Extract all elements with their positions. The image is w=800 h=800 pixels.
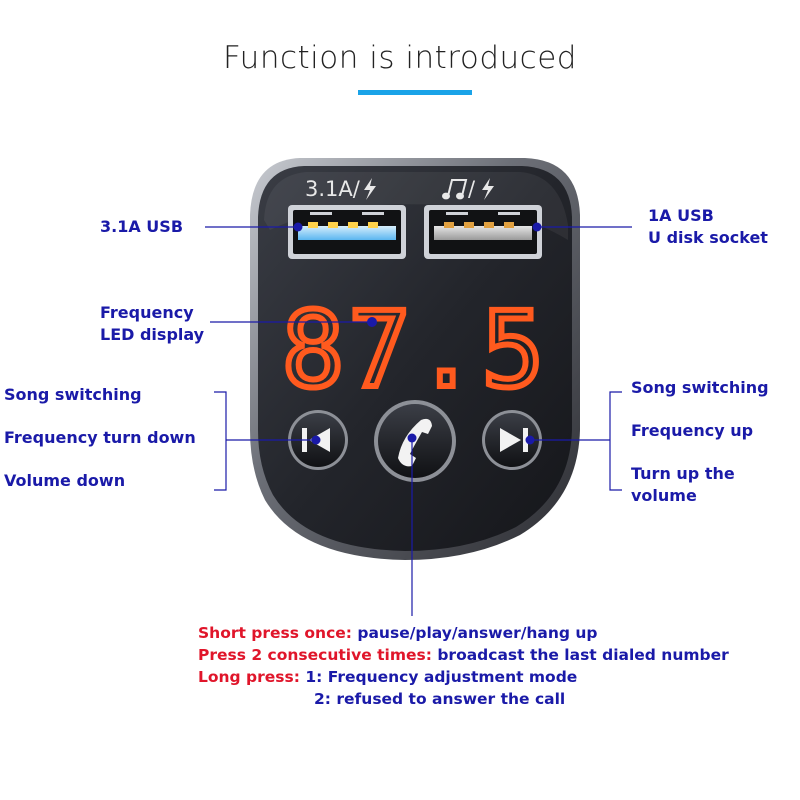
label-right-song-switching: Song switching <box>631 378 769 397</box>
label-volume-up: Turn up the volume <box>631 463 735 507</box>
usb-port-right <box>424 205 542 259</box>
long-press-text-2: 2: refused to answer the call <box>314 690 566 708</box>
label-volume-up-line1: Turn up the <box>631 464 735 483</box>
label-frequency-up: Frequency up <box>631 421 754 440</box>
label-left-song-switching: Song switching <box>4 385 142 404</box>
label-usb-right-line2: U disk socket <box>648 228 768 247</box>
title-underline <box>358 90 472 95</box>
phone-icon <box>398 418 432 467</box>
instruction-double-press: Press 2 consecutive times: broadcast the… <box>198 644 729 666</box>
music-note-icon <box>442 179 468 200</box>
label-usb-right-line1: 1A USB <box>648 206 714 225</box>
next-track-button <box>482 410 542 470</box>
bolt-icon <box>482 178 494 200</box>
instruction-short-press: Short press once: pause/play/answer/hang… <box>198 622 729 644</box>
phone-button-instructions: Short press once: pause/play/answer/hang… <box>198 622 729 710</box>
double-press-text: broadcast the last dialed number <box>431 646 729 664</box>
label-led-display-line1: Frequency <box>100 303 194 322</box>
label-usb-right: 1A USB U disk socket <box>648 205 768 249</box>
long-press-text-1: 1: Frequency adjustment mode <box>299 668 578 686</box>
callout-dots <box>293 222 542 445</box>
usb-port-left <box>288 205 406 259</box>
label-volume-down: Volume down <box>4 471 126 490</box>
port-left-label: 3.1A/ <box>305 177 361 201</box>
double-press-label: Press 2 consecutive times: <box>198 646 432 664</box>
short-press-text: pause/play/answer/hang up <box>351 624 598 642</box>
bolt-icon <box>364 178 376 200</box>
short-press-label: Short press once: <box>198 624 352 642</box>
port-right-label: / <box>468 177 476 201</box>
label-volume-up-line2: volume <box>631 486 697 505</box>
instruction-long-press-2: 2: refused to answer the call <box>198 688 729 710</box>
led-display: 87.5 <box>282 289 548 411</box>
instruction-long-press: Long press: 1: Frequency adjustment mode <box>198 666 729 688</box>
long-press-label: Long press: <box>198 668 300 686</box>
label-usb-left: 3.1A USB <box>100 217 184 236</box>
label-led-display: Frequency LED display <box>100 302 204 346</box>
callout-lines <box>205 226 632 616</box>
device-gloss <box>264 172 568 240</box>
page-title: Function is introduced <box>223 40 577 76</box>
label-led-display-line2: LED display <box>100 325 205 344</box>
label-frequency-down: Frequency turn down <box>4 428 196 447</box>
